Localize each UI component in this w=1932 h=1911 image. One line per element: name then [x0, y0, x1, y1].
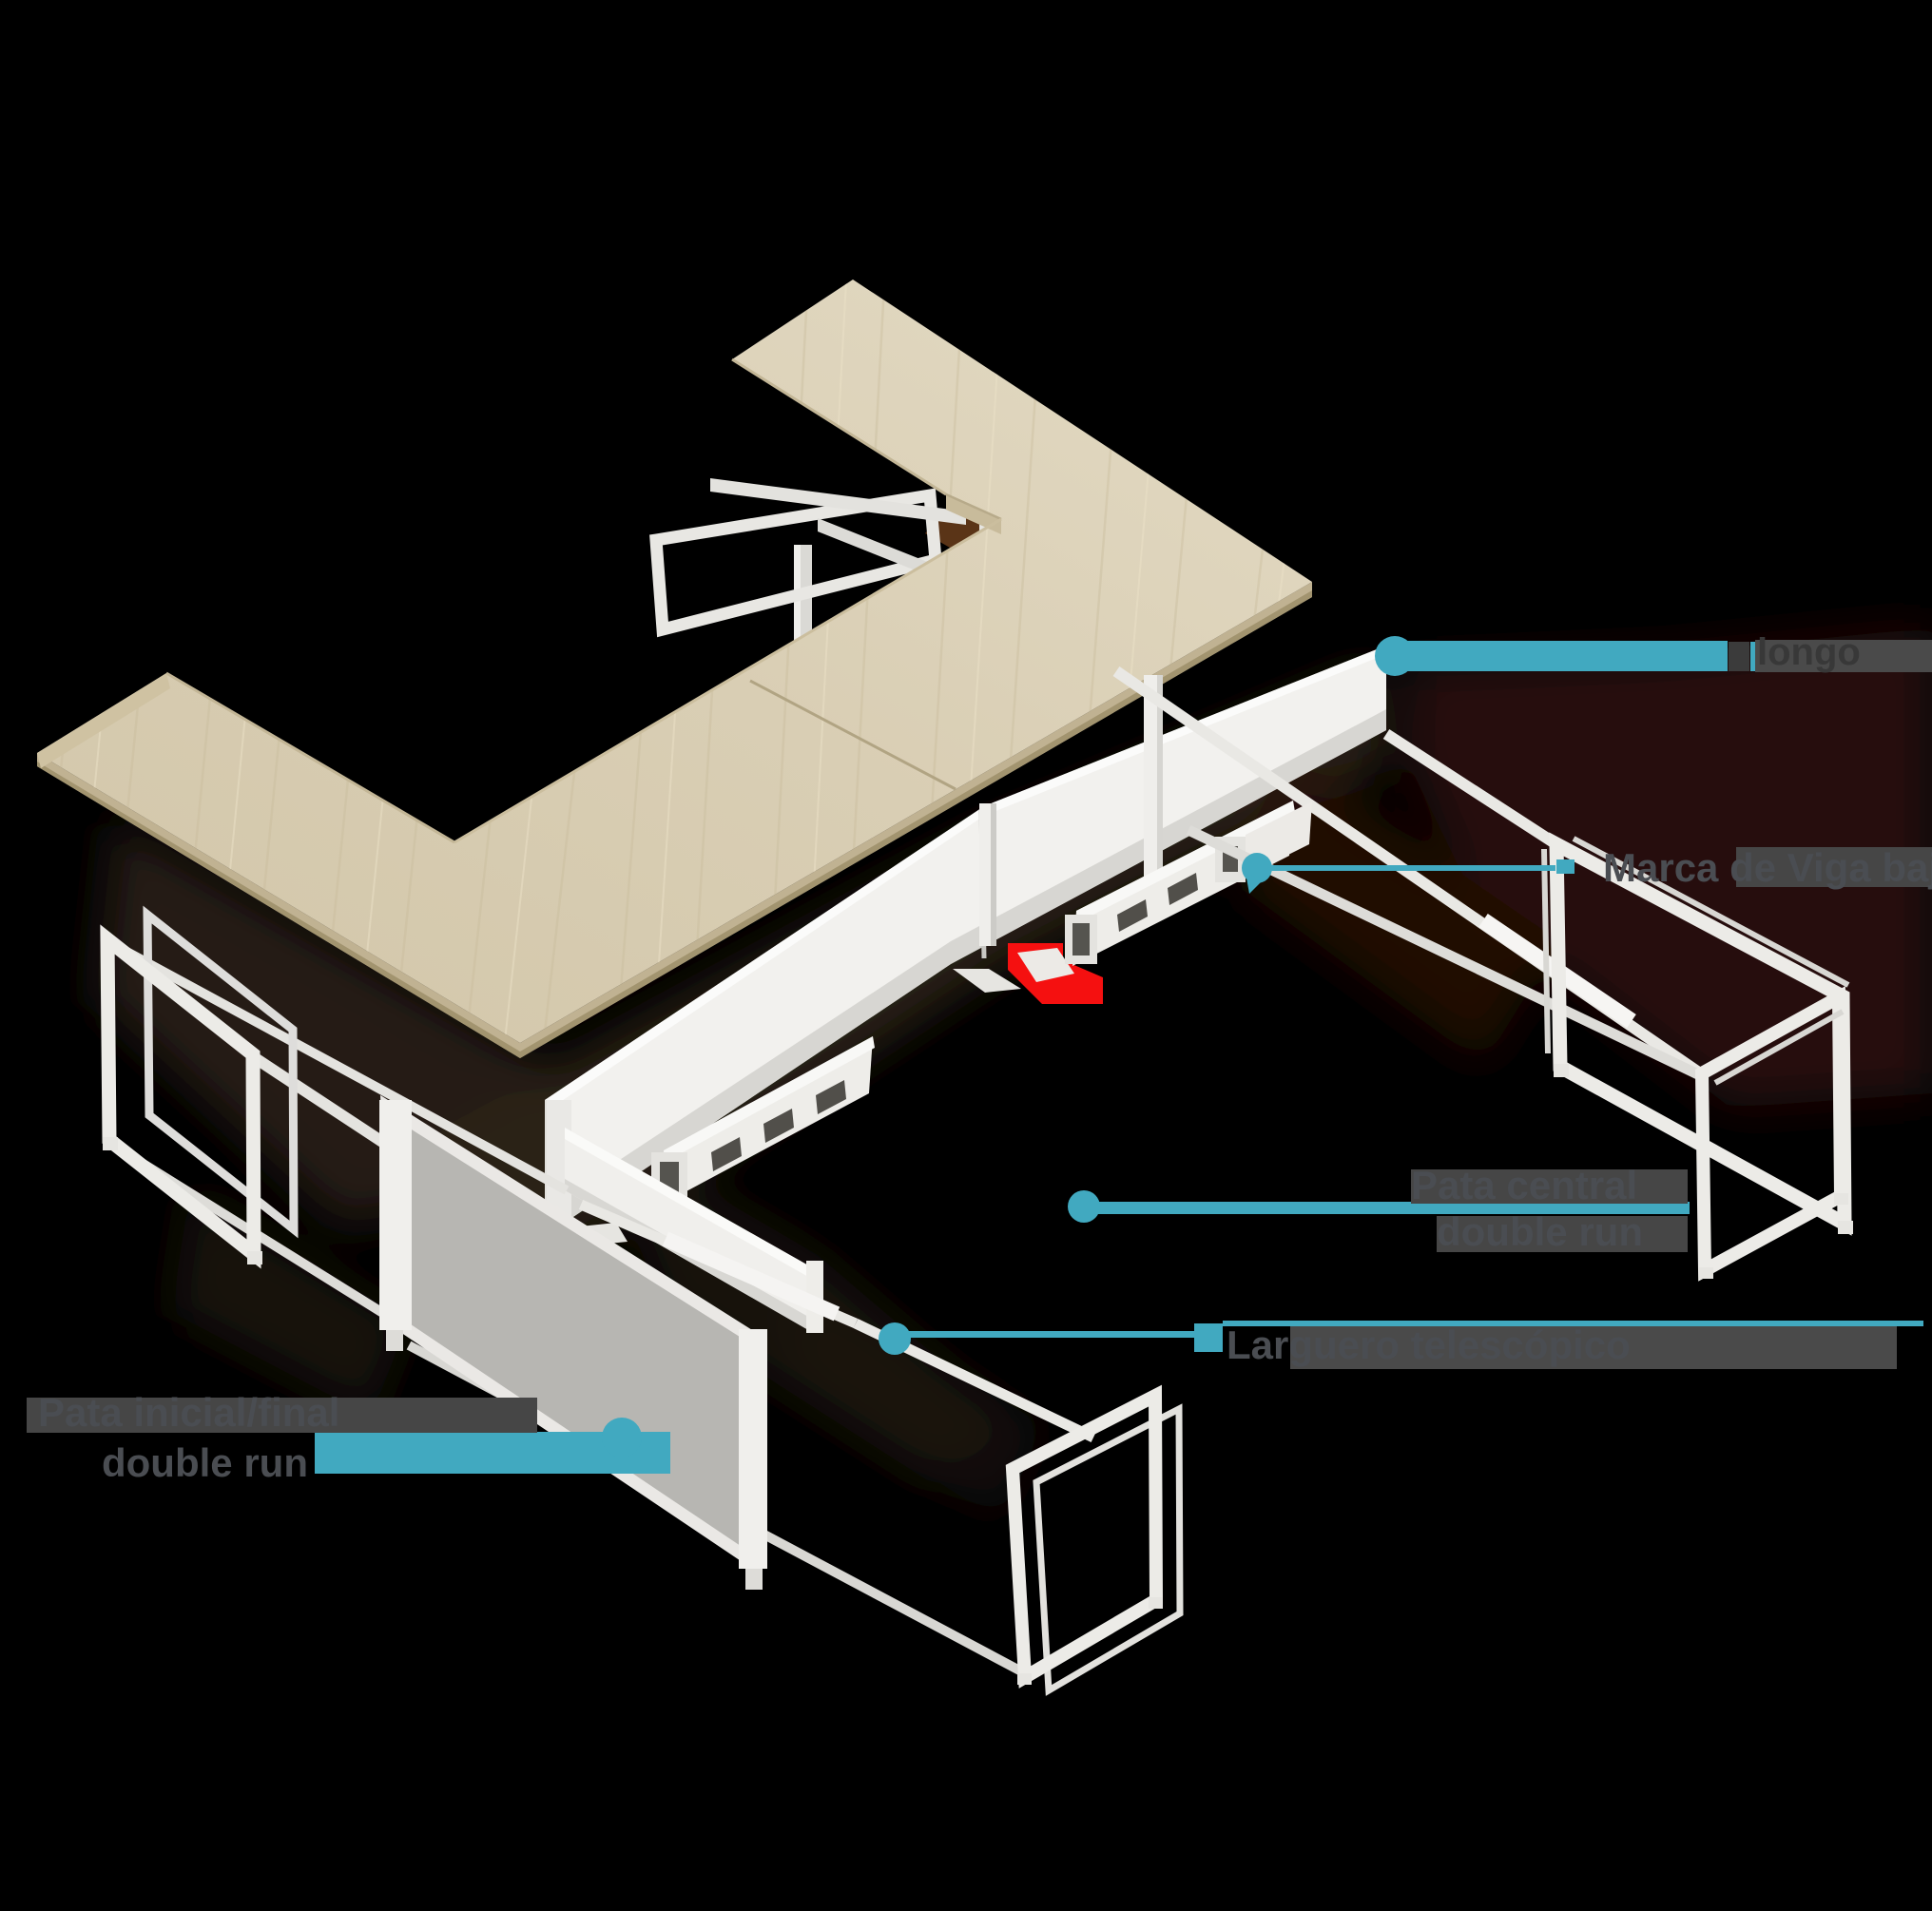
svg-text:Marca de Viga baja: Marca de Viga baja: [1603, 845, 1932, 890]
svg-text:longo: longo: [1757, 631, 1861, 673]
svg-text:Pata central: Pata central: [1411, 1163, 1637, 1207]
svg-text:double run: double run: [102, 1440, 308, 1485]
svg-text:double run: double run: [1437, 1209, 1643, 1254]
svg-text:Pata inicial/final: Pata inicial/final: [38, 1390, 339, 1435]
svg-text:Larguero telescópico: Larguero telescópico: [1227, 1322, 1631, 1367]
